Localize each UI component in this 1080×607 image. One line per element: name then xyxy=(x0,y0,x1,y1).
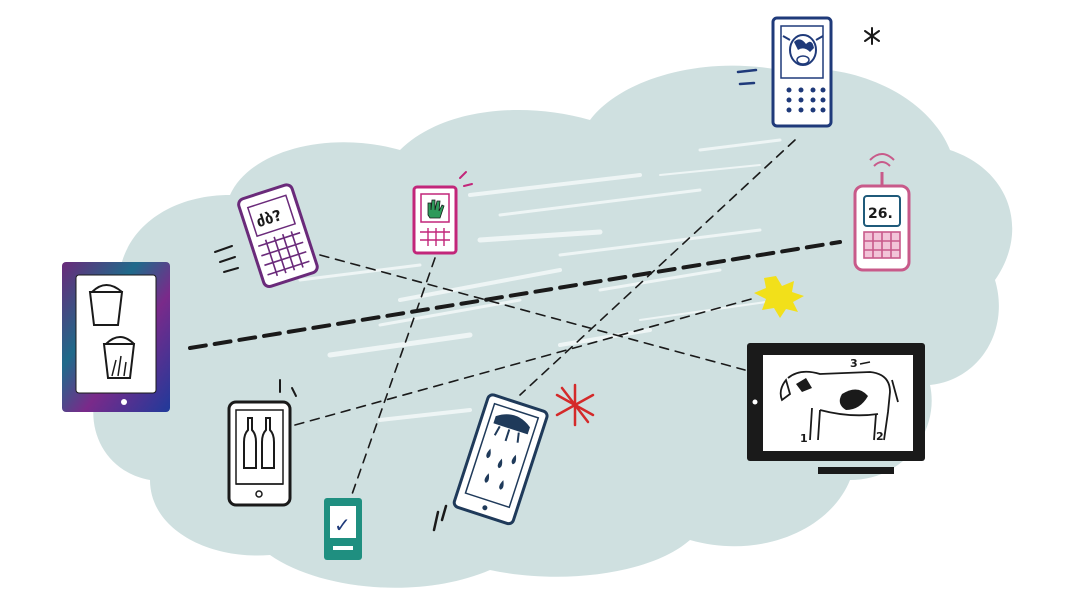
cow-face-icon xyxy=(782,34,824,66)
green-check-phone: ✓ xyxy=(324,498,362,560)
check-mark-icon: ✓ xyxy=(334,513,351,537)
tv-label-1: 1 xyxy=(800,432,808,445)
green-hand-icon xyxy=(427,199,445,219)
blue-cow-phone xyxy=(771,16,833,128)
bottle-icon xyxy=(243,417,275,469)
rain-tablet xyxy=(452,393,549,526)
asterisk-icon xyxy=(864,27,880,45)
tv-label-3: 3 xyxy=(850,357,858,370)
dashed-link-bottles-to-star xyxy=(294,297,756,426)
cow-spot xyxy=(796,378,812,392)
cloud-shape xyxy=(93,65,1013,588)
cow-spot xyxy=(839,389,868,410)
keypad-grid xyxy=(863,231,901,259)
bucket-icon xyxy=(102,336,136,379)
shower-head-icon xyxy=(493,414,530,443)
motion-lines xyxy=(432,504,448,532)
dashed-link-phone-to-tv xyxy=(319,254,746,371)
keypad-grid xyxy=(258,231,310,277)
bucket-tablet xyxy=(62,262,170,412)
thick-dashed-link xyxy=(188,240,842,350)
keypad-dots xyxy=(786,87,826,113)
dashed-link-bluephone-to-raintablet xyxy=(519,139,796,396)
motion-lines xyxy=(214,245,239,273)
connection-lines xyxy=(188,139,842,501)
tv-label-2: 2 xyxy=(876,430,884,443)
cloud-background xyxy=(93,65,1013,588)
phone-display-text: 26. xyxy=(868,206,893,222)
dashed-link-pinkphone-to-greenphone xyxy=(349,257,436,501)
bucket-icon xyxy=(88,284,124,326)
magenta-phone xyxy=(412,171,473,255)
yellow-starburst-icon xyxy=(754,276,804,318)
signal-lines xyxy=(279,379,297,397)
motion-lines xyxy=(736,68,758,86)
signal-lines xyxy=(459,171,473,187)
purple-keypad-phone: ძბ? xyxy=(237,183,319,289)
keypad-grid xyxy=(420,228,450,246)
rain-drops xyxy=(484,448,517,490)
pink-antenna-phone: 26. xyxy=(853,153,911,272)
red-starburst-icon xyxy=(555,383,595,427)
brush-streaks xyxy=(298,138,782,422)
cow-television: 1 2 3 xyxy=(747,343,925,474)
bottle-tablet xyxy=(227,379,297,507)
cow-icon xyxy=(779,370,899,441)
